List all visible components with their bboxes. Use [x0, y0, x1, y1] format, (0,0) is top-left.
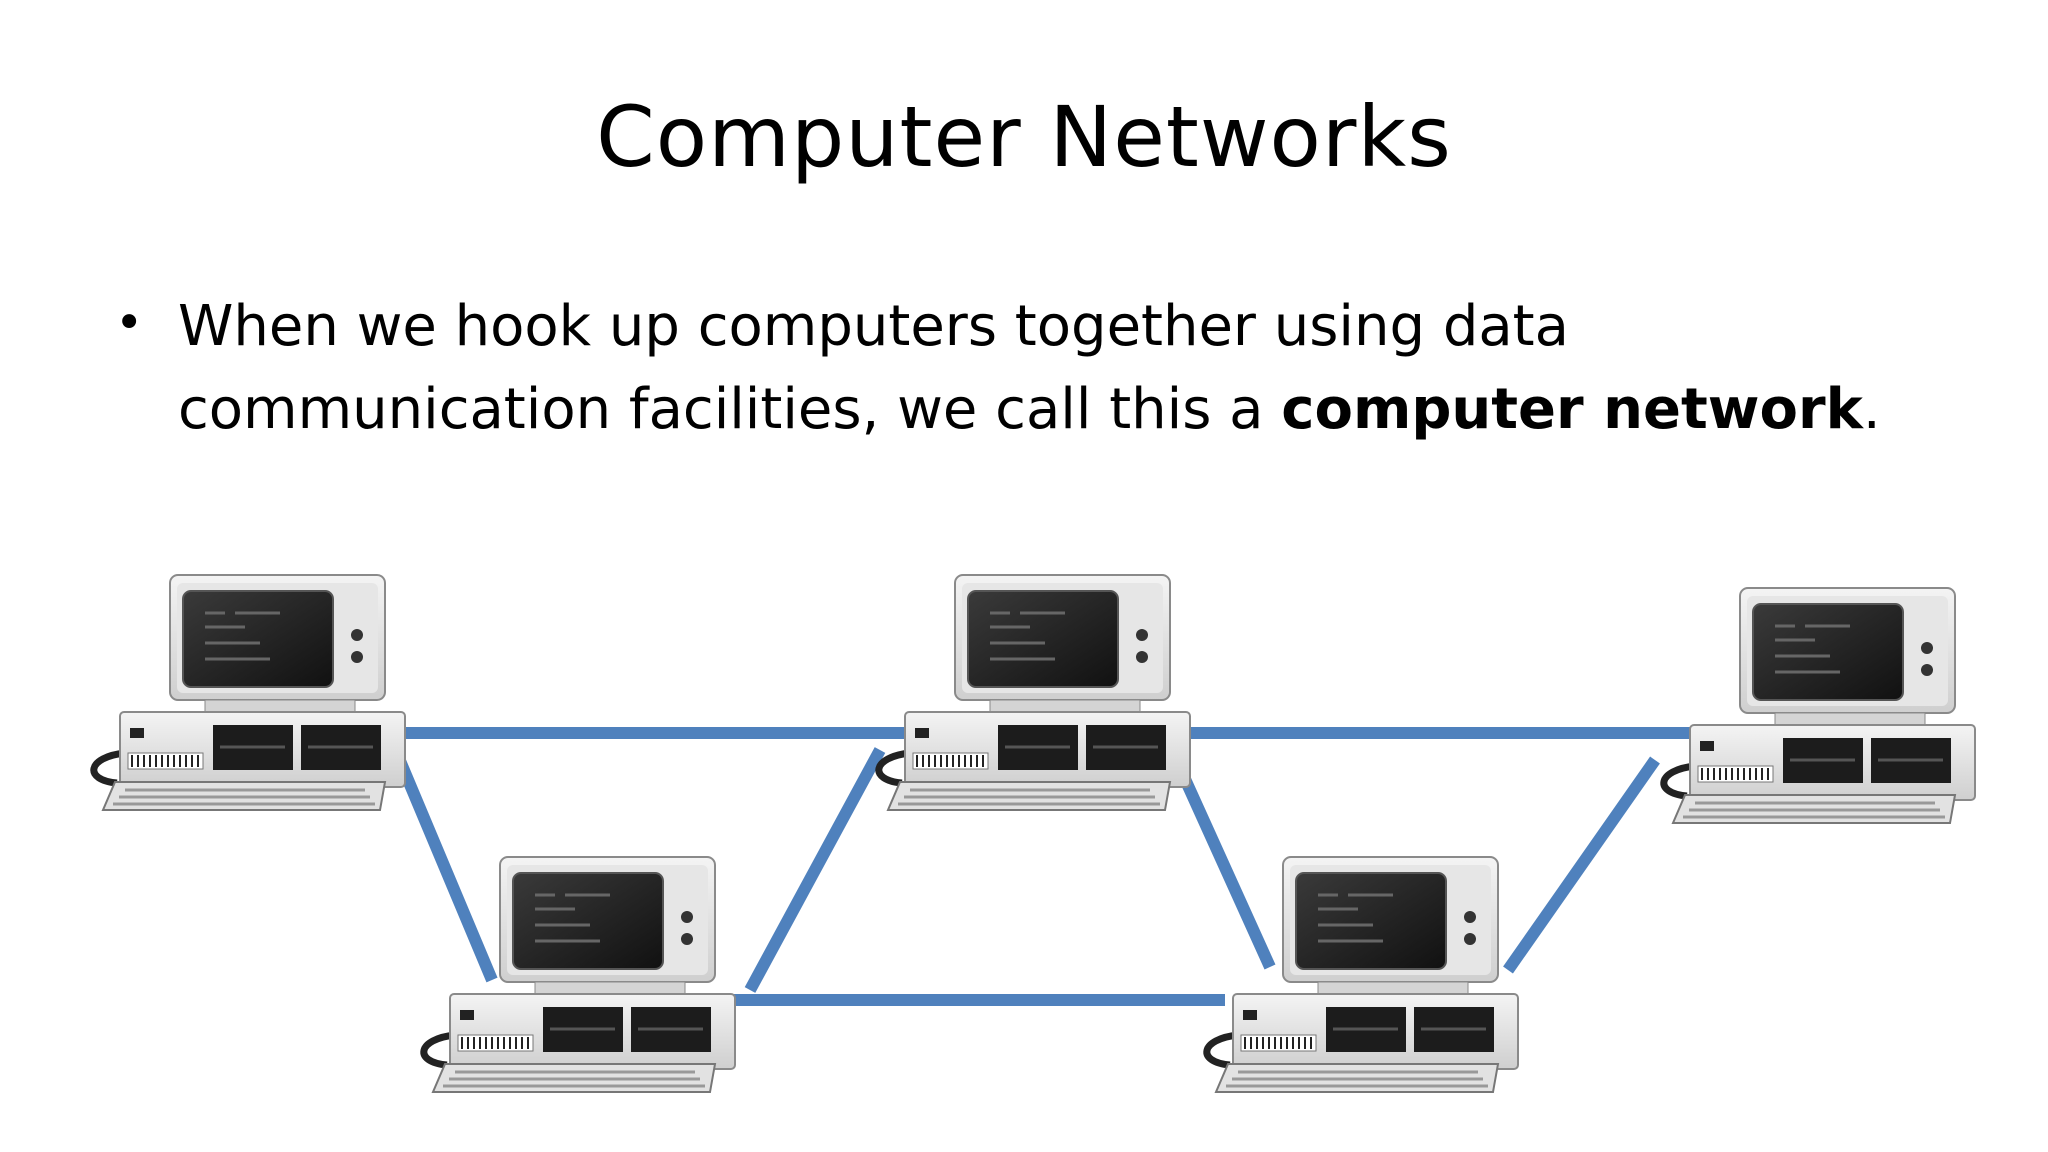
bullet-dot-icon: •: [115, 295, 144, 351]
network-nodes: [94, 575, 1975, 1092]
link-pc-bottom-right-to-pc-top-right: [1503, 756, 1660, 974]
slide-title: Computer Networks: [596, 88, 1452, 186]
pc-top-center-computer-icon: [879, 575, 1190, 810]
bullet-line-2-prefix: communication facilities, we call this a: [178, 377, 1282, 442]
link-pc-bottom-left-to-pc-top-center: [744, 747, 886, 993]
link-pc-top-left-to-pc-bottom-left: [392, 753, 498, 983]
bullet-text: When we hook up computers together using…: [178, 285, 1881, 451]
pc-top-left-computer-icon: [94, 575, 405, 810]
pc-bottom-right-computer-icon: [1207, 857, 1518, 1092]
link-pc-top-center-to-pc-bottom-right: [1174, 765, 1276, 970]
pc-top-right-computer-icon: [1664, 588, 1975, 823]
pc-bottom-left-computer-icon: [424, 857, 735, 1092]
bullet-line-1: When we hook up computers together using…: [178, 294, 1569, 359]
bullet-line-2-suffix: .: [1862, 377, 1881, 442]
network-links: [392, 727, 1690, 1006]
bullet-term-computer-network: computer network: [1281, 377, 1863, 442]
